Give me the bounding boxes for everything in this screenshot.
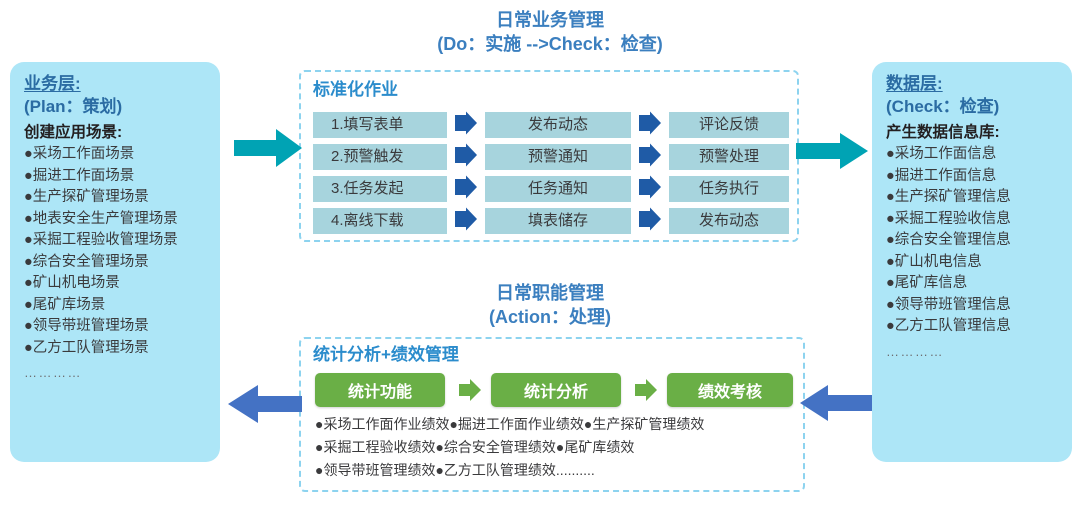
data-layer-heading: 产生数据信息库: bbox=[886, 124, 1000, 141]
performance-line: ●采掘工程验收绩效●综合安全管理绩效●尾矿库绩效 bbox=[315, 439, 635, 455]
step-cell-3-3[interactable]: 任务执行 bbox=[669, 176, 789, 202]
step-cell-3-1[interactable]: 3.任务发起 bbox=[313, 176, 447, 202]
arrow-right-icon bbox=[457, 377, 483, 403]
statistics-performance-title: 统计分析+绩效管理 bbox=[313, 345, 459, 364]
data-layer-ellipsis: ………… bbox=[886, 343, 944, 359]
daily-function-title: 日常职能管理 (Action：处理) bbox=[300, 281, 800, 330]
list-item: ●采场工作面场景 bbox=[24, 146, 135, 162]
step-cell-2-3[interactable]: 预警处理 bbox=[669, 144, 789, 170]
performance-line: ●领导带班管理绩效●乙方工队管理绩效.......... bbox=[315, 462, 595, 478]
chevron-right-icon bbox=[453, 175, 479, 199]
step-cell-1-1[interactable]: 1.填写表单 bbox=[313, 112, 447, 138]
list-item: ●矿山机电场景 bbox=[24, 275, 120, 291]
daily-function-title-line1: 日常职能管理 bbox=[496, 283, 604, 303]
chevron-right-icon bbox=[453, 111, 479, 135]
list-item: ●生产探矿管理信息 bbox=[886, 189, 1011, 205]
step-cell-2-2[interactable]: 预警通知 bbox=[485, 144, 631, 170]
step-cell-2-1[interactable]: 2.预警触发 bbox=[313, 144, 447, 170]
stat-step-2[interactable]: 统计分析 bbox=[491, 373, 621, 407]
business-layer-heading: 创建应用场景: bbox=[24, 124, 123, 141]
data-layer-title: 数据层: bbox=[886, 74, 943, 93]
step-cell-1-3[interactable]: 评论反馈 bbox=[669, 112, 789, 138]
performance-list: ●采场工作面作业绩效●掘进工作面作业绩效●生产探矿管理绩效 ●采掘工程验收绩效●… bbox=[315, 413, 793, 482]
business-layer-ellipsis: ………… bbox=[24, 365, 82, 380]
teal-arrow-right-icon bbox=[796, 132, 868, 170]
teal-arrow-right-icon bbox=[234, 128, 302, 168]
daily-business-title-line2: (Do：实施 -->Check：检查) bbox=[437, 34, 663, 54]
blue-arrow-left-icon bbox=[228, 384, 302, 424]
list-item: ●乙方工队管理信息 bbox=[886, 318, 1011, 334]
chevron-right-icon bbox=[453, 207, 479, 231]
list-item: ●乙方工队管理场景 bbox=[24, 339, 149, 356]
list-item: ●采场工作面信息 bbox=[886, 146, 997, 162]
business-layer-panel: 业务层: (Plan：策划) 创建应用场景: ●采场工作面场景 ●掘进工作面场景… bbox=[10, 62, 220, 462]
list-item: ●掘进工作面信息 bbox=[886, 167, 997, 184]
step-cell-1-2[interactable]: 发布动态 bbox=[485, 112, 631, 138]
stat-step-3[interactable]: 绩效考核 bbox=[667, 373, 793, 407]
list-item: ●掘进工作面场景 bbox=[24, 167, 135, 184]
list-item: ●综合安全管理场景 bbox=[24, 253, 149, 270]
list-item: ●领导带班管理信息 bbox=[886, 296, 1011, 313]
step-cell-3-2[interactable]: 任务通知 bbox=[485, 176, 631, 202]
list-item: ●综合安全管理信息 bbox=[886, 232, 1011, 248]
business-layer-title: 业务层: bbox=[24, 74, 81, 93]
daily-business-title-line1: 日常业务管理 bbox=[496, 10, 604, 30]
data-info-list: ●采场工作面信息 ●掘进工作面信息 ●生产探矿管理信息 ●采掘工程验收信息 ●综… bbox=[886, 144, 1060, 338]
list-item: ●领导带班管理场景 bbox=[24, 318, 149, 334]
chevron-right-icon bbox=[637, 143, 663, 167]
arrow-right-icon bbox=[633, 377, 659, 403]
performance-line: ●采场工作面作业绩效●掘进工作面作业绩效●生产探矿管理绩效 bbox=[315, 416, 705, 432]
chevron-right-icon bbox=[637, 207, 663, 231]
list-item: ●尾矿库场景 bbox=[24, 296, 106, 313]
chevron-right-icon bbox=[637, 175, 663, 199]
business-layer-subtitle: (Plan：策划) bbox=[24, 97, 123, 116]
chevron-right-icon bbox=[637, 111, 663, 135]
step-cell-4-3[interactable]: 发布动态 bbox=[669, 208, 789, 234]
list-item: ●地表安全生产管理场景 bbox=[24, 210, 178, 227]
list-item: ●采掘工程验收管理场景 bbox=[24, 232, 178, 248]
business-scene-list: ●采场工作面场景 ●掘进工作面场景 ●生产探矿管理场景 ●地表安全生产管理场景 … bbox=[24, 144, 208, 359]
chevron-right-icon bbox=[453, 143, 479, 167]
blue-arrow-left-icon bbox=[800, 384, 872, 422]
daily-function-title-line2: (Action：处理) bbox=[489, 307, 611, 327]
standardized-work-box: 标准化作业 1.填写表单 发布动态 评论反馈 2.预警触发 预警通知 预警处理 … bbox=[299, 70, 799, 242]
list-item: ●采掘工程验收信息 bbox=[886, 210, 1011, 227]
step-cell-4-2[interactable]: 填表储存 bbox=[485, 208, 631, 234]
list-item: ●生产探矿管理场景 bbox=[24, 189, 149, 205]
standardized-work-title: 标准化作业 bbox=[313, 80, 398, 99]
statistics-performance-box: 统计分析+绩效管理 统计功能 统计分析 绩效考核 ●采场工作面作业绩效●掘进工作… bbox=[299, 337, 805, 492]
stat-step-1[interactable]: 统计功能 bbox=[315, 373, 445, 407]
data-layer-panel: 数据层: (Check：检查) 产生数据信息库: ●采场工作面信息 ●掘进工作面… bbox=[872, 62, 1072, 462]
list-item: ●矿山机电信息 bbox=[886, 253, 982, 270]
data-layer-subtitle: (Check：检查) bbox=[886, 97, 1000, 116]
step-cell-4-1[interactable]: 4.离线下载 bbox=[313, 208, 447, 234]
list-item: ●尾矿库信息 bbox=[886, 275, 968, 291]
daily-business-title: 日常业务管理 (Do：实施 -->Check：检查) bbox=[300, 8, 800, 57]
